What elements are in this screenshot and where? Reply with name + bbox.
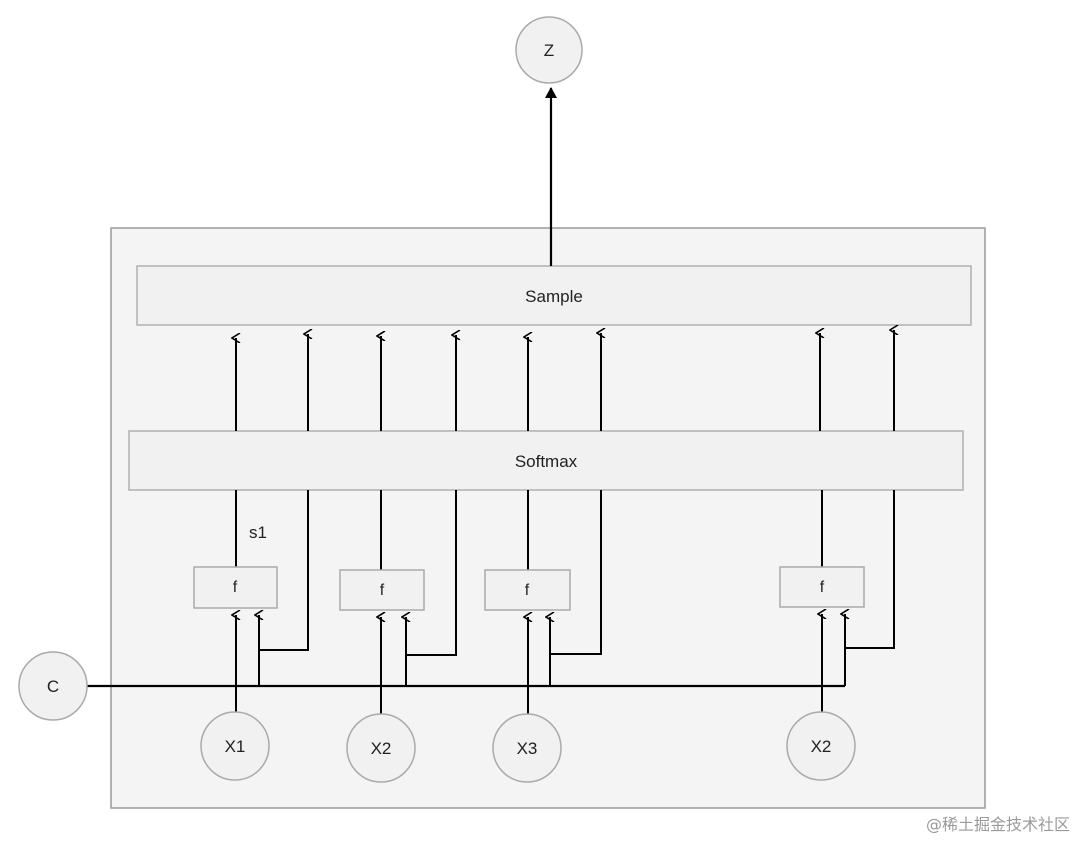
node-z-label: Z — [544, 41, 554, 60]
watermark: @稀土掘金技术社区 — [926, 815, 1070, 834]
f-box-3: f — [484, 569, 571, 611]
sample-layer — [136, 265, 972, 326]
node-x1-label: X1 — [225, 737, 246, 756]
s1-label: s1 — [249, 523, 267, 542]
softmax-layer — [128, 430, 964, 491]
f-label: f — [233, 579, 238, 596]
f-box-2: f — [339, 569, 425, 611]
node-x2b — [786, 711, 856, 781]
f-to-softmax-lines — [235, 490, 895, 656]
node-z — [515, 16, 583, 84]
node-x2b-label: X2 — [811, 737, 832, 756]
softmax-to-sample-arrows — [236, 330, 894, 431]
node-x1 — [200, 711, 270, 781]
sample-label: Sample — [525, 287, 583, 306]
node-c-label: C — [47, 677, 59, 696]
node-x3 — [492, 713, 562, 783]
f-label: f — [380, 582, 385, 599]
input-arrows — [236, 614, 845, 714]
f-label: f — [525, 582, 530, 599]
softmax-label: Softmax — [515, 452, 578, 471]
f-box-1: f — [193, 566, 278, 609]
f-label: f — [820, 579, 825, 596]
node-x2 — [346, 713, 416, 783]
node-x2-label: X2 — [371, 739, 392, 758]
node-x3-label: X3 — [517, 739, 538, 758]
f-box-4: f — [779, 566, 865, 608]
node-c — [18, 651, 88, 721]
